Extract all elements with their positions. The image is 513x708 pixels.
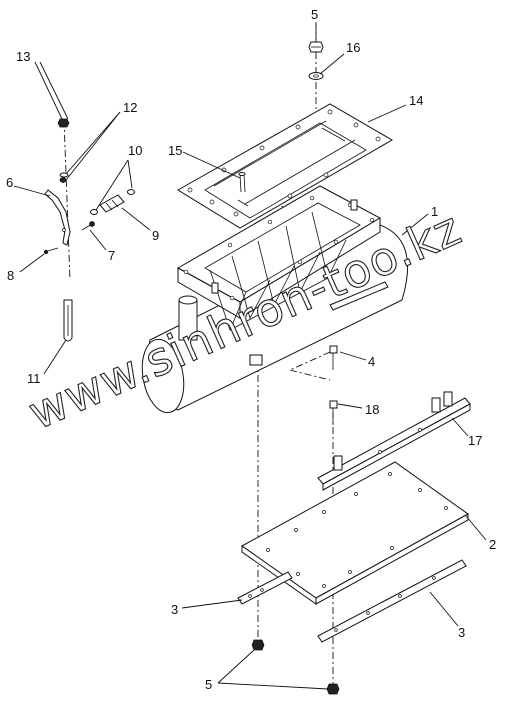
- lever-part-6: [44, 189, 71, 246]
- shaft-part-9: [99, 194, 125, 213]
- callout-4: 4: [368, 354, 375, 369]
- callout-8: 8: [7, 268, 14, 283]
- linkage-assembly: [43, 118, 135, 342]
- callout-16: 16: [346, 40, 360, 55]
- pin-part-8: [43, 247, 59, 255]
- callout-18: 18: [365, 402, 379, 417]
- callout-1: 1: [431, 204, 438, 219]
- washers-part-10: [90, 189, 135, 215]
- callout-13: 13: [16, 49, 30, 64]
- callout-12: 12: [123, 100, 137, 115]
- callout-15: 15: [168, 143, 182, 158]
- washer-part-12: [59, 172, 69, 183]
- bolt-part-4: [329, 345, 338, 370]
- nut-part-13: [57, 118, 70, 128]
- bottom-nut-part-5-left: [251, 639, 265, 651]
- callout-5-bottom: 5: [205, 677, 212, 692]
- callout-5-top: 5: [311, 7, 318, 22]
- strip-part-3-right: [317, 559, 467, 643]
- callout-6: 6: [6, 175, 13, 190]
- top-nut-part-5: [308, 41, 324, 53]
- callout-3-right: 3: [458, 625, 465, 640]
- callout-labels: 5 16 14 13 12 10 15 1 6 9 7 8 4 11 18 17…: [6, 7, 496, 692]
- callout-14: 14: [409, 93, 423, 108]
- bolt-part-18: [329, 400, 338, 425]
- guide-rail-part-17: [317, 391, 471, 491]
- callout-17: 17: [468, 433, 482, 448]
- washer-part-16: [308, 72, 324, 80]
- rod-part-11: [63, 299, 73, 342]
- cover-plate-part-14: [177, 103, 393, 229]
- callout-3-left: 3: [171, 602, 178, 617]
- slide-plate-part-2: [241, 461, 469, 605]
- gate-pin-part-15: [238, 172, 246, 193]
- callout-11: 11: [27, 371, 41, 386]
- callout-10: 10: [128, 143, 142, 158]
- leader-lines: [13, 24, 487, 690]
- callout-2: 2: [489, 537, 496, 552]
- callout-9: 9: [152, 228, 159, 243]
- strip-part-3-left: [237, 571, 293, 605]
- bottom-nut-part-5-right: [326, 683, 340, 695]
- callout-7: 7: [108, 248, 115, 263]
- bolt-part-7: [81, 221, 95, 231]
- housing-part-1: [141, 185, 409, 414]
